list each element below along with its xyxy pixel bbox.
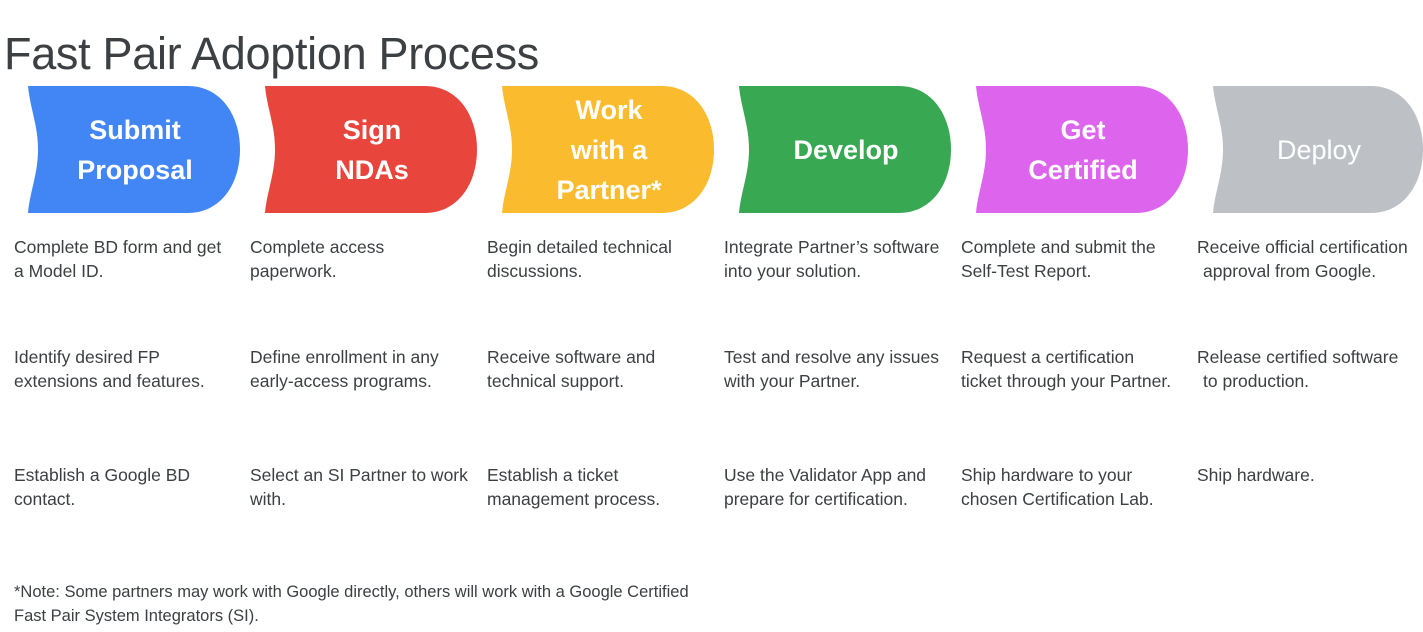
- stage-banner-submit-proposal[interactable]: Submit Proposal: [8, 86, 240, 213]
- stage-banner-deploy[interactable]: Deploy: [1193, 86, 1423, 213]
- list-item: Begin detailed technical discussions.: [487, 237, 672, 281]
- list-item: Receive software and technical support.: [487, 347, 656, 391]
- list-item: Complete access paperwork.: [250, 237, 385, 281]
- chevron-shape-icon: [265, 86, 477, 213]
- list-item: Complete and submit the Self-Test Report…: [961, 237, 1156, 281]
- list-item: Define enrollment in any early-access pr…: [250, 347, 439, 391]
- list-item: Identify desired FP extensions and featu…: [14, 347, 205, 391]
- list-item: Integrate Partner’s software into your s…: [724, 237, 940, 281]
- list-item: Request a certification ticket through y…: [961, 347, 1172, 391]
- stage-banner-sign-ndas[interactable]: Sign NDAs: [245, 86, 477, 213]
- list-item: Receive official certification approval …: [1197, 237, 1408, 281]
- stage-banner-label: Work with a Partner*: [556, 94, 662, 205]
- chevron-path: [28, 86, 240, 213]
- chevron-path: [502, 86, 714, 213]
- stage-details-grid: Complete BD form and get a Model ID. Ide…: [0, 236, 1423, 566]
- stage-banner-develop[interactable]: Develop: [719, 86, 951, 213]
- chevron-path: [976, 86, 1188, 213]
- chevron-path: [739, 86, 951, 213]
- list-item: Ship hardware to your chosen Certificati…: [961, 465, 1154, 509]
- process-stage-banners: Submit Proposal Sign NDAs Work with a Pa…: [0, 86, 1423, 213]
- list-item: Select an SI Partner to work with.: [250, 465, 468, 509]
- list-item: Establish a Google BD contact.: [14, 465, 191, 509]
- list-item: Use the Validator App and prepare for ce…: [724, 465, 927, 509]
- list-item: Establish a ticket management process.: [487, 465, 661, 509]
- stage-banner-label: Deploy: [1276, 134, 1362, 165]
- stage-banner-label: Get Certified: [1028, 114, 1138, 185]
- chevron-path: [265, 86, 477, 213]
- footnote: *Note: Some partners may work with Googl…: [14, 583, 689, 625]
- stage-banner-get-certified[interactable]: Get Certified: [956, 86, 1188, 213]
- page-title: Fast Pair Adoption Process: [4, 28, 539, 80]
- chevron-path: [1213, 86, 1423, 213]
- chevron-shape-icon: [1213, 86, 1423, 213]
- list-item: Release certified software to production…: [1197, 347, 1399, 391]
- chevron-shape-icon: [976, 86, 1188, 213]
- chevron-shape-icon: [28, 86, 240, 213]
- chevron-shape-icon: [739, 86, 951, 213]
- list-item: Ship hardware.: [1197, 465, 1315, 485]
- list-item: Complete BD form and get a Model ID.: [14, 237, 222, 281]
- stage-banner-work-with-a-partner[interactable]: Work with a Partner*: [482, 86, 714, 213]
- stage-banner-label: Develop: [793, 134, 899, 165]
- stage-banner-label: Submit Proposal: [77, 114, 193, 185]
- list-item: Test and resolve any issues with your Pa…: [724, 347, 939, 391]
- stage-banner-label: Sign NDAs: [335, 114, 409, 185]
- chevron-shape-icon: [502, 86, 714, 213]
